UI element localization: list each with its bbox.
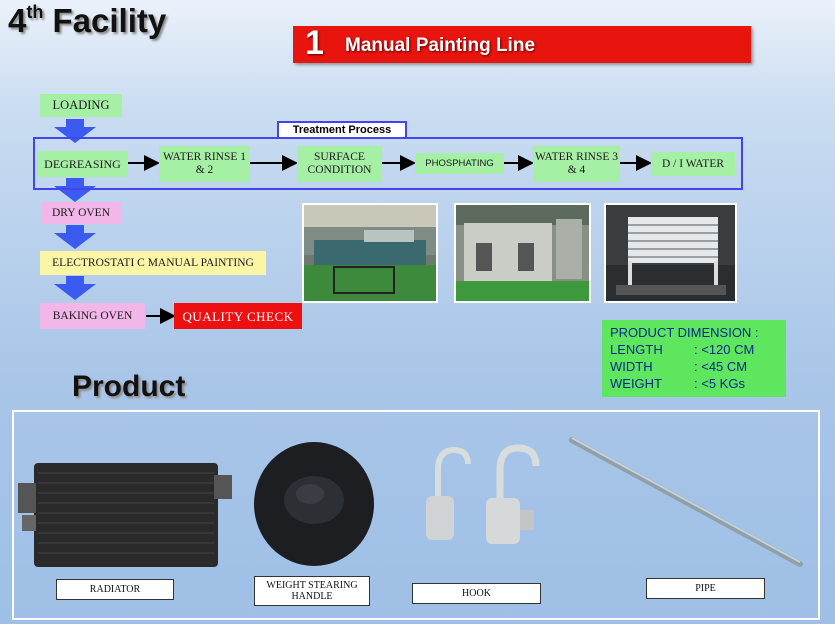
step-degreasing: DEGREASING bbox=[37, 151, 128, 177]
facility-photo-2 bbox=[454, 203, 591, 303]
banner-text: Manual Painting Line bbox=[345, 35, 536, 56]
radiator-image bbox=[18, 463, 232, 567]
facility-photo-3 bbox=[604, 203, 737, 303]
product-label-pipe: PIPE bbox=[646, 578, 765, 599]
step-baking-oven: BAKING OVEN bbox=[40, 303, 145, 329]
product-label-steering-handle: WEIGHT STEARING HANDLE bbox=[254, 576, 370, 606]
flow-arrows bbox=[54, 119, 652, 324]
steering-handle-image bbox=[254, 442, 374, 566]
product-dimension-box: PRODUCT DIMENSION : LENGTH: <120 CM WIDT… bbox=[602, 320, 786, 397]
step-water-rinse-3-4: WATER RINSE 3 & 4 bbox=[533, 146, 620, 182]
dimension-row-width: WIDTH: <45 CM bbox=[610, 359, 748, 374]
dimension-row-weight: WEIGHT: <5 KGs bbox=[610, 376, 745, 391]
step-surface-condition: SURFACE CONDITION bbox=[297, 146, 382, 182]
step-quality-check: QUALITY CHECK bbox=[174, 303, 302, 329]
down-arrow-2 bbox=[54, 178, 96, 202]
step-loading: LOADING bbox=[40, 94, 122, 117]
product-title: Product bbox=[72, 370, 186, 403]
facility-photo-1 bbox=[302, 203, 438, 303]
product-label-hook: HOOK bbox=[412, 583, 541, 604]
product-label-radiator: RADIATOR bbox=[56, 579, 174, 600]
dimension-heading: PRODUCT DIMENSION : bbox=[610, 325, 759, 340]
step-water-rinse-1-2: WATER RINSE 1 & 2 bbox=[159, 146, 250, 182]
treatment-process-frame bbox=[33, 137, 743, 190]
page-title: 4th Facility bbox=[8, 2, 167, 39]
dimension-row-length: LENGTH: <120 CM bbox=[610, 342, 755, 357]
down-arrow-3 bbox=[54, 225, 96, 249]
product-frame bbox=[12, 410, 820, 620]
banner-number: 1 bbox=[305, 24, 324, 62]
treatment-process-label: Treatment Process bbox=[277, 121, 407, 139]
pipe-image bbox=[569, 437, 803, 567]
step-dry-oven: DRY OVEN bbox=[41, 202, 121, 224]
step-phosphating: PHOSPHATING bbox=[415, 153, 504, 174]
step-di-water: D / I WATER bbox=[651, 152, 735, 176]
step-painting: ELECTROSTATI C MANUAL PAINTING bbox=[40, 251, 266, 275]
down-arrow-4 bbox=[54, 276, 96, 300]
hook-image bbox=[426, 444, 540, 544]
down-arrow-1 bbox=[54, 119, 96, 143]
section-banner: 1 Manual Painting Line bbox=[293, 24, 751, 63]
